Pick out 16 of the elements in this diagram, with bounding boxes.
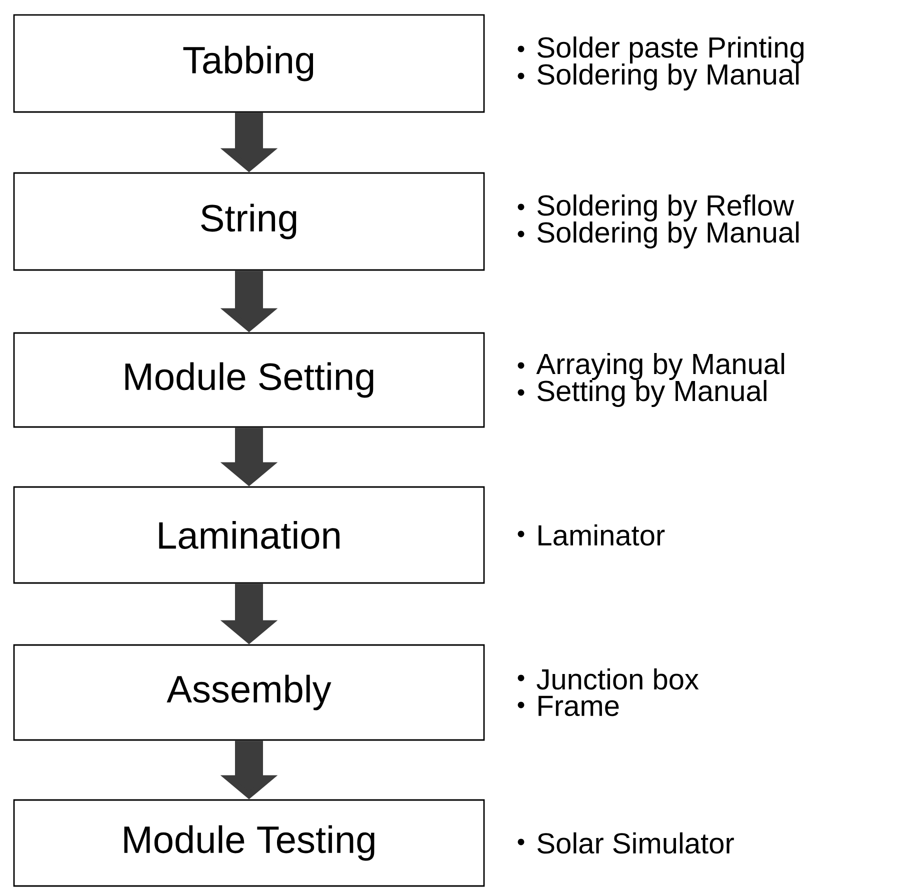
bullet-item: Arraying by Manual: [536, 352, 784, 380]
bullet-item: Solar Simulator: [538, 832, 734, 854]
bullet-item: Frame: [538, 696, 619, 716]
process-box: Module Setting: [13, 332, 485, 428]
bullet-item: Soldering by Manual: [538, 221, 799, 248]
bullet-item: Solder paste Printing: [538, 36, 804, 64]
bullet-item: Setting by Manual: [538, 380, 766, 408]
process-box: String: [13, 172, 485, 271]
bullet-item: Soldering by Manual: [538, 63, 799, 90]
process-box: Module Testing: [13, 799, 485, 887]
process-box: Tabbing: [13, 14, 485, 113]
bullet-item: Junction box: [536, 668, 699, 690]
bullet-item: Soldering by Reflow: [538, 194, 794, 222]
process-box: Lamination: [13, 486, 485, 584]
bullet-item: Laminator: [538, 524, 665, 546]
process-box: Assembly: [13, 644, 485, 741]
